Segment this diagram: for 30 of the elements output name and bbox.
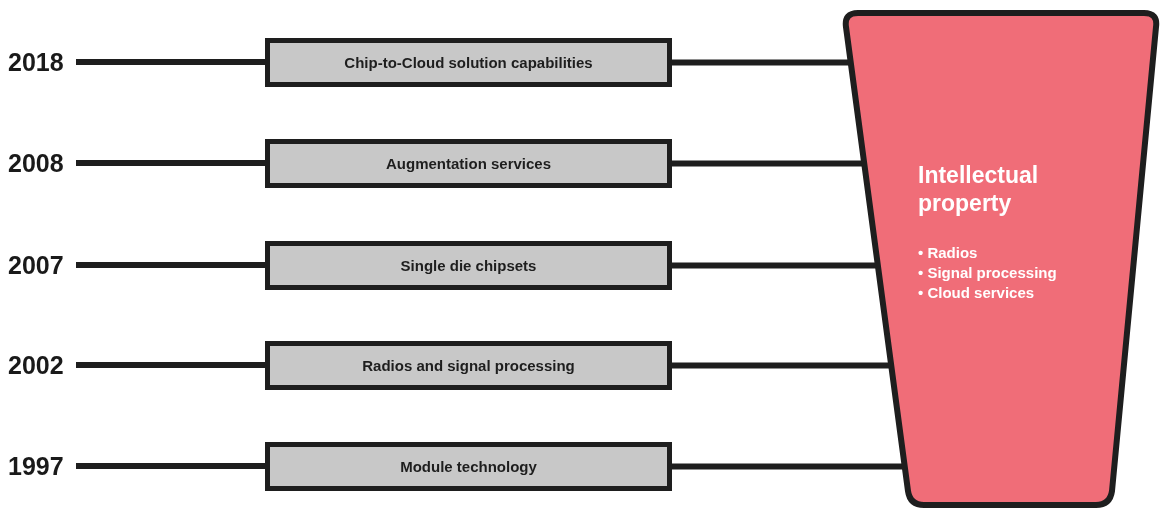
bullet-item: • Cloud services: [918, 283, 1035, 302]
bullet-item: • Signal processing: [918, 263, 1057, 282]
bullet-item: • Radios: [918, 243, 978, 262]
funnel-heading: Intellectual property: [918, 161, 1040, 217]
milestone-text: Radios and signal processing: [362, 357, 575, 374]
year-label: 2007: [8, 250, 64, 280]
milestone-text: Augmentation services: [385, 155, 552, 172]
connector-line: [672, 463, 905, 470]
year-label: 2018: [8, 47, 64, 77]
milestone-text: Chip-to-Cloud solution capabilities: [344, 54, 593, 71]
connector-line: [76, 262, 265, 268]
year-label: 2002: [8, 350, 64, 380]
milestone-box: [265, 341, 672, 390]
milestone-box: [265, 38, 672, 87]
milestone-box: [265, 442, 672, 491]
milestone-text: Single die chipsets: [400, 257, 537, 274]
connector-line: [76, 463, 265, 469]
milestone-text: Module technology: [400, 458, 537, 475]
connector-line: [76, 362, 265, 368]
year-label: 1997: [8, 451, 64, 481]
milestone-box: [265, 241, 672, 290]
connector-line: [76, 160, 265, 166]
year-label: 2008: [8, 148, 64, 178]
connector-line: [672, 160, 865, 167]
connector-line: [672, 59, 851, 66]
connector-line: [672, 362, 892, 369]
milestone-box: [265, 139, 672, 188]
connector-line: [672, 262, 878, 269]
connector-line: [76, 59, 265, 65]
funnel-shape: [840, 9, 1161, 509]
